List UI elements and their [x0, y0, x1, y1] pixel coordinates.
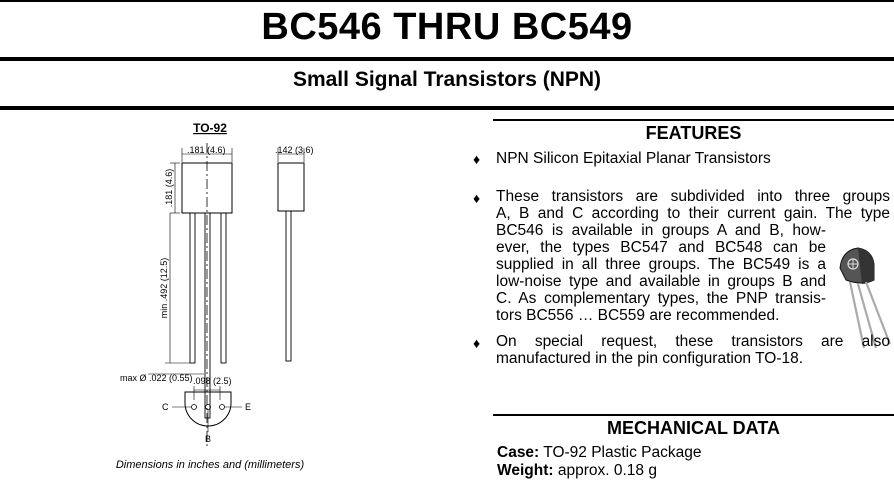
package-drawing: TO-92 .181 (4.6) .181 (4.6) min .492 (12… [120, 121, 314, 448]
lead-middle [204, 212, 211, 419]
bullet-icon: ♦ [473, 335, 481, 351]
pin-c-label: C [162, 402, 169, 412]
feature-item-2: These transistors are subdivided into th… [496, 188, 890, 324]
side-view-body [277, 162, 305, 212]
case-row: Case: TO-92 Plastic Package [497, 444, 702, 461]
dim-pitch: .098 (2.5) [193, 376, 232, 386]
bullet-icon: ♦ [473, 190, 481, 206]
features-heading: FEATURES [493, 119, 894, 145]
lead-right [220, 212, 227, 364]
pin-b-dot [205, 404, 211, 410]
transistor-package-icon [839, 247, 892, 349]
mechanical-heading: MECHANICAL DATA [493, 414, 894, 440]
feature-item-3: On special request, these transistors ar… [496, 333, 890, 367]
dim-height: .181 (4.6) [164, 169, 174, 208]
weight-row: Weight: approx. 0.18 g [497, 462, 657, 479]
dim-width: .181 (4.6) [187, 145, 226, 155]
feature-item-1: NPN Silicon Epitaxial Planar Transistors [496, 150, 771, 167]
page-subtitle: Small Signal Transistors (NPN) [292, 68, 602, 91]
pin-e-label: E [245, 402, 251, 412]
dim-lead-diameter: max Ø .022 (0.55) [120, 373, 193, 383]
top-rule [0, 0, 894, 2]
lead-left [189, 212, 196, 364]
pin-e-dot [219, 404, 225, 410]
subtitle-rule [0, 106, 894, 110]
package-label: TO-92 [193, 121, 227, 135]
bullet-icon: ♦ [473, 151, 481, 167]
dim-side: .142 (3.6) [275, 145, 314, 155]
pin-b-label: B [205, 434, 211, 444]
dim-lead-length: min .492 (12.5) [159, 258, 169, 319]
pin-c-dot [191, 404, 197, 410]
dimensions-note: Dimensions in inches and (millimeters) [115, 459, 305, 471]
page-title: BC546 THRU BC549 [261, 6, 633, 48]
side-view-lead [285, 210, 292, 362]
title-rule [0, 57, 894, 61]
